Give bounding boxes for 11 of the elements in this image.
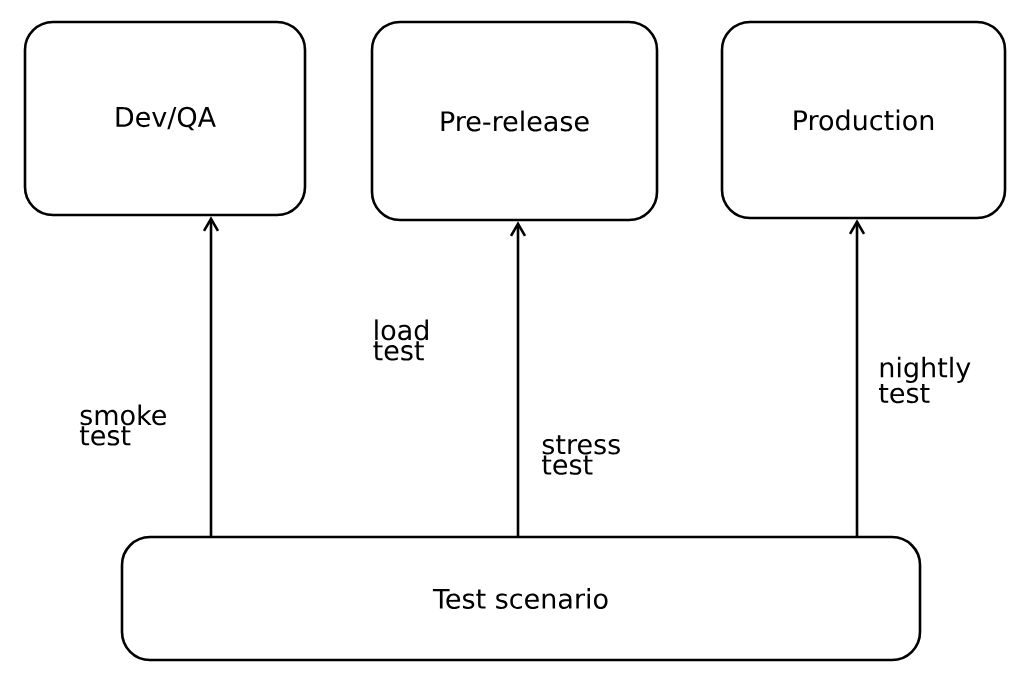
annotation-text: load test	[373, 319, 428, 361]
process-box: Production	[720, 20, 1007, 220]
process-box: Pre-release	[370, 20, 659, 222]
edge-label: nightly test	[879, 356, 971, 404]
arrow	[509, 221, 527, 537]
arrow	[202, 216, 220, 537]
edge-label: stress test	[542, 435, 620, 475]
edge-label: smoke test	[79, 404, 166, 446]
process-box: Test scenario	[120, 535, 922, 662]
arrow	[848, 219, 866, 537]
process-box: Dev/QA	[23, 20, 307, 217]
